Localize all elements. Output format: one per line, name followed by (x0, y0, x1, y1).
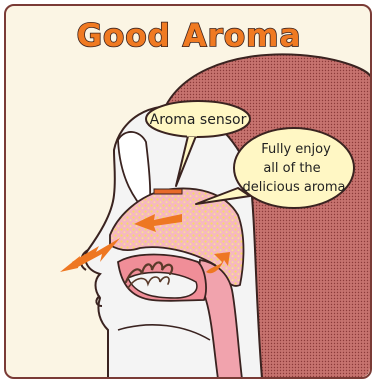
enjoy-label-line1: Fully enjoy (261, 142, 331, 157)
page-title: Good Aroma (0, 18, 378, 54)
enjoy-label-line3: delicious aroma (243, 180, 346, 195)
enjoy-label-line2: all of the (263, 161, 320, 176)
sensor-bar (154, 189, 182, 194)
sensor-label: Aroma sensor (150, 112, 247, 128)
